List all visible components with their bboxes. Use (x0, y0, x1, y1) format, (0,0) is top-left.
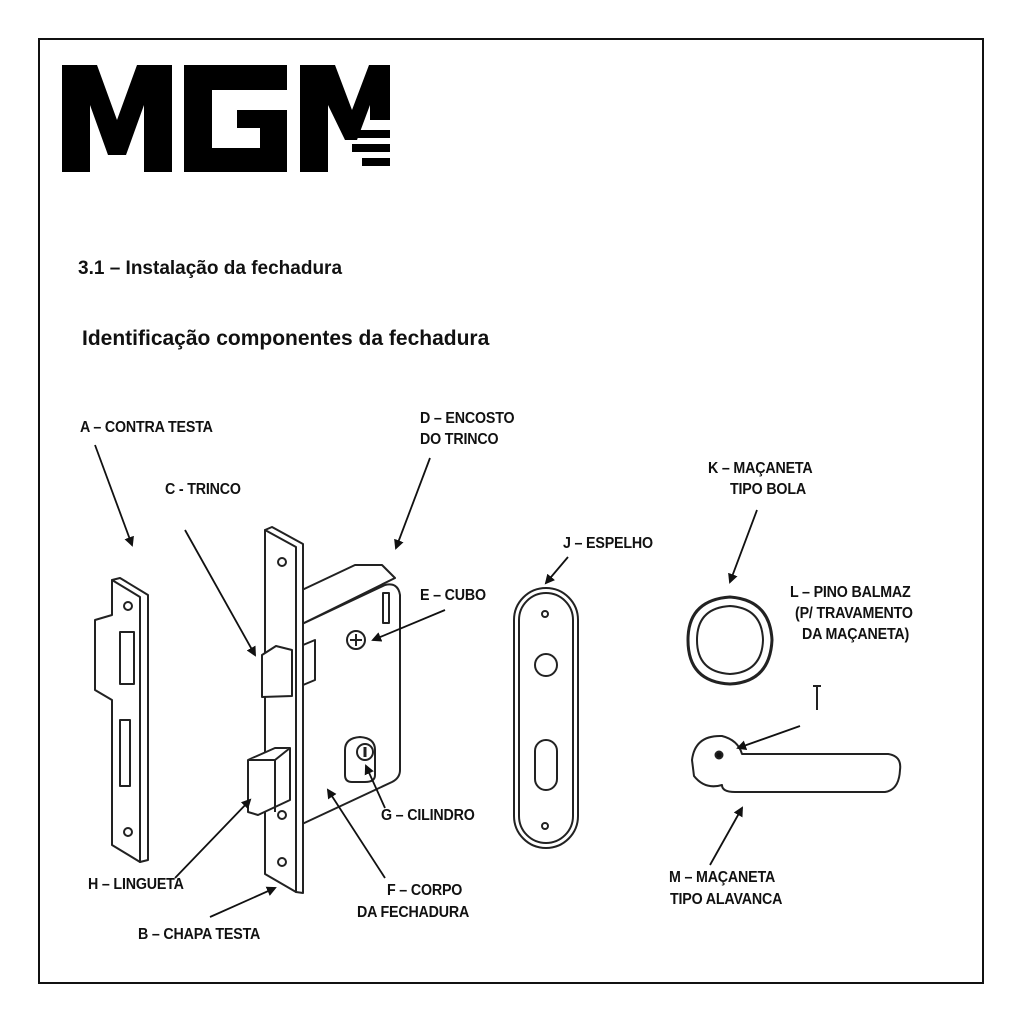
label-k-tipo-bola: TIPO BOLA (730, 481, 806, 498)
label-m-tipo-alavanca: TIPO ALAVANCA (670, 891, 783, 908)
arrow-b (209, 886, 277, 918)
subtitle: Identificação componentes da fechadura (82, 327, 490, 350)
lock-body-drawing (299, 564, 401, 826)
label-j-espelho: J – ESPELHO (563, 535, 653, 552)
faceplate-drawing (247, 526, 304, 894)
arrow-h (174, 798, 252, 879)
arrow-g (364, 764, 386, 809)
label-m-macaneta: M – MAÇANETA (669, 869, 776, 886)
label-c-trinco: C - TRINCO (165, 481, 241, 498)
label-d-encosto: D – ENCOSTO (420, 410, 515, 427)
arrow-m (709, 806, 743, 866)
knob-drawing (686, 595, 774, 686)
label-l-travamento: (P/ TRAVAMENTO (795, 605, 913, 622)
label-l-da-macaneta: DA MAÇANETA) (802, 626, 910, 643)
arrow-d (394, 457, 431, 550)
section-title: 3.1 – Instalação da fechadura (78, 258, 343, 279)
arrow-c (184, 529, 256, 657)
lever-handle-drawing (691, 734, 902, 793)
arrow-f (326, 788, 386, 879)
label-f-corpo: F – CORPO (387, 882, 463, 899)
label-a-contra-testa: A – CONTRA TESTA (80, 419, 213, 436)
arrow-e (371, 609, 446, 642)
arrow-l (736, 725, 801, 751)
label-k-macaneta: K – MAÇANETA (708, 460, 813, 477)
label-g-cilindro: G – CILINDRO (381, 807, 475, 824)
label-e-cubo: E – CUBO (420, 587, 486, 604)
escutcheon-drawing (513, 587, 579, 849)
label-l-pino-balmaz: L – PINO BALMAZ (790, 584, 911, 601)
strike-plate-drawing (94, 577, 149, 863)
label-b-chapa-testa: B – CHAPA TESTA (138, 926, 261, 943)
mgm-logo (62, 65, 390, 172)
label-h-lingueta: H – LINGUETA (88, 876, 184, 893)
arrow-k (728, 509, 758, 584)
label-f-da-fechadura: DA FECHADURA (357, 904, 470, 921)
arrow-j (544, 556, 569, 585)
label-d-do-trinco: DO TRINCO (420, 431, 499, 448)
page-frame (38, 38, 984, 984)
pin-drawing (813, 685, 821, 710)
arrow-a (94, 444, 134, 547)
